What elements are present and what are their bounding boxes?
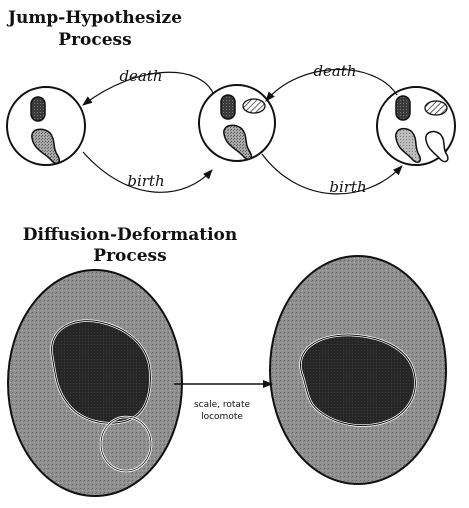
death-label-left: death [119,67,162,85]
state-circle-3 [377,87,455,165]
birth-label-left: birth [127,172,164,190]
state-circle-2 [199,85,275,161]
jump-title-line2: Process [58,30,131,50]
death-label-right: death [313,62,356,80]
birth-label-right: birth [329,178,366,196]
dark-capsule-shape [31,97,45,121]
hatched-ellipse-shape [243,99,265,113]
right-oval-after [270,256,446,484]
deformation-label-line2: locomote [201,412,243,422]
diffusion-title-line2: Process [93,246,166,266]
dark-capsule-shape [221,95,235,119]
left-oval-before [8,270,182,496]
dark-capsule-shape [396,96,410,120]
state-circle-1 [7,87,85,165]
hatched-ellipse-shape [425,101,447,115]
deformation-label-line1: scale, rotate [194,400,250,410]
jump-title-line1: Jump-Hypothesize [6,8,182,28]
diffusion-title-line1: Diffusion-Deformation [23,225,237,245]
